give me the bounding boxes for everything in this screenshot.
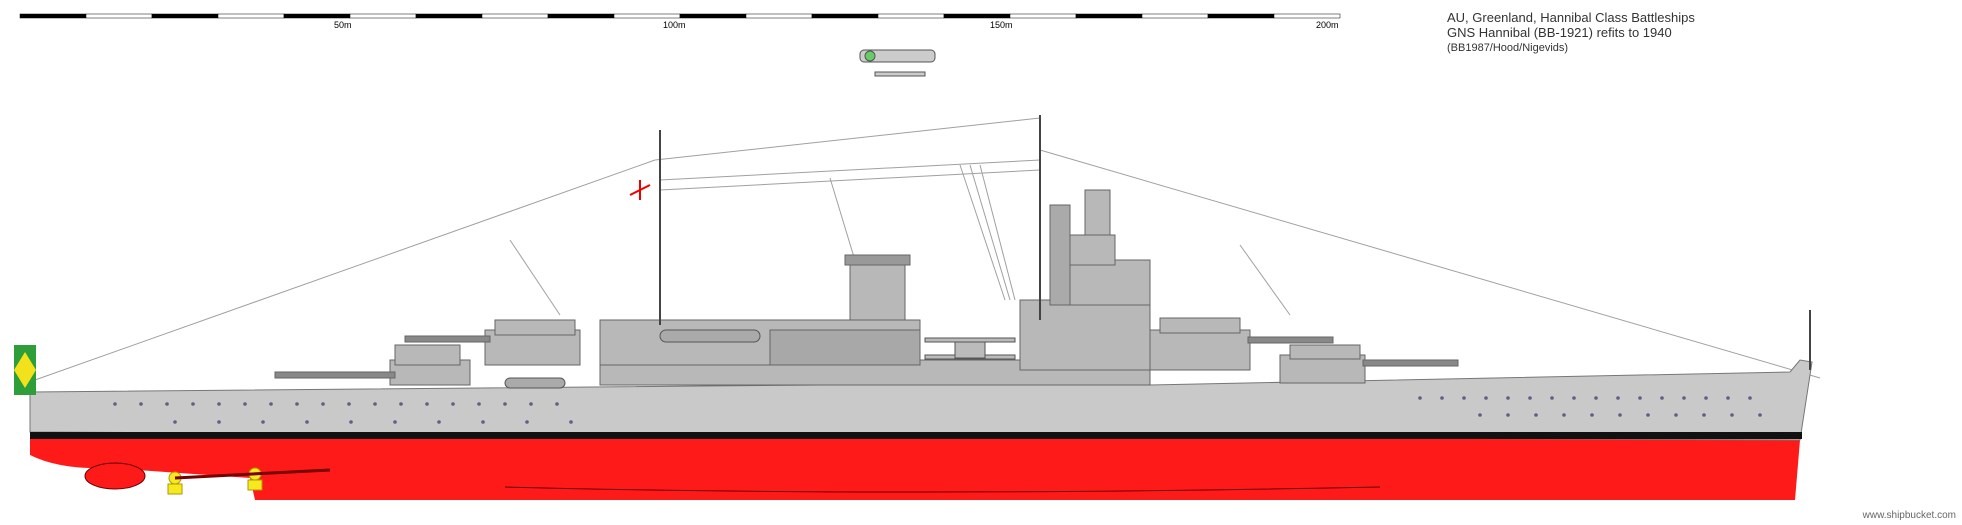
- porthole: [1534, 413, 1538, 417]
- boat: [659, 329, 761, 343]
- waterline-curve: [504, 486, 1381, 493]
- porthole: [1674, 413, 1678, 417]
- title-line-1: AU, Greenland, Hannibal Class Battleship…: [1447, 10, 1695, 25]
- porthole: [269, 402, 273, 406]
- turret-x: [274, 344, 471, 386]
- porthole: [305, 420, 309, 424]
- turret-a: [1279, 344, 1459, 384]
- porthole: [1646, 413, 1650, 417]
- hull-red-underwater: [30, 432, 1800, 500]
- deck-aircraft: [924, 337, 1016, 360]
- porthole: [1730, 413, 1734, 417]
- hull: [29, 359, 1813, 500]
- turret-b: [1149, 317, 1334, 371]
- porthole: [243, 402, 247, 406]
- porthole: [1758, 413, 1762, 417]
- porthole: [373, 402, 377, 406]
- porthole: [1726, 396, 1730, 400]
- rudder: [84, 462, 146, 490]
- porthole: [1440, 396, 1444, 400]
- title-line-2: GNS Hannibal (BB-1921) refits to 1940: [1447, 25, 1672, 40]
- porthole: [425, 402, 429, 406]
- porthole: [555, 402, 559, 406]
- porthole: [481, 420, 485, 424]
- porthole: [1748, 396, 1752, 400]
- scale-segments: [19, 13, 1341, 19]
- porthole: [477, 402, 481, 406]
- porthole: [1702, 413, 1706, 417]
- porthole: [191, 402, 195, 406]
- porthole: [347, 402, 351, 406]
- porthole: [349, 420, 353, 424]
- superstructure: [599, 189, 1151, 386]
- porthole: [165, 402, 169, 406]
- masts: [659, 115, 1811, 370]
- porthole: [1562, 413, 1566, 417]
- porthole: [217, 420, 221, 424]
- porthole: [1528, 396, 1532, 400]
- porthole: [139, 402, 143, 406]
- rigging: [34, 117, 1821, 381]
- scale-label-200m: 200m: [1316, 20, 1339, 30]
- seaplane: [859, 49, 936, 77]
- porthole: [113, 402, 117, 406]
- porthole: [1572, 396, 1576, 400]
- porthole: [1682, 396, 1686, 400]
- porthole: [1638, 396, 1642, 400]
- porthole: [437, 420, 441, 424]
- portholes: [113, 396, 1762, 424]
- propeller-aft: [167, 471, 183, 495]
- porthole: [451, 402, 455, 406]
- porthole: [1478, 413, 1482, 417]
- porthole: [393, 420, 397, 424]
- porthole: [1550, 396, 1554, 400]
- scale-label-50m: 50m: [334, 20, 352, 30]
- porthole: [399, 402, 403, 406]
- turret-y: [404, 319, 581, 366]
- boot-topping: [30, 432, 1802, 439]
- porthole: [1506, 413, 1510, 417]
- drawing-title-block: AU, Greenland, Hannibal Class Battleship…: [1447, 10, 1695, 57]
- mast-flag: [629, 180, 651, 200]
- porthole: [529, 402, 533, 406]
- porthole: [321, 402, 325, 406]
- scale-bar: [19, 13, 1341, 19]
- porthole: [295, 402, 299, 406]
- porthole: [1594, 396, 1598, 400]
- porthole: [525, 420, 529, 424]
- title-line-3: (BB1987/Hood/Nigevids): [1447, 42, 1569, 54]
- porthole: [1660, 396, 1664, 400]
- porthole: [261, 420, 265, 424]
- scale-label-100m: 100m: [663, 20, 686, 30]
- porthole: [217, 402, 221, 406]
- porthole: [1462, 396, 1466, 400]
- porthole: [1616, 396, 1620, 400]
- site-credit: www.shipbucket.com: [1862, 510, 1956, 521]
- porthole: [503, 402, 507, 406]
- porthole: [1484, 396, 1488, 400]
- porthole: [173, 420, 177, 424]
- porthole: [1704, 396, 1708, 400]
- porthole: [1590, 413, 1594, 417]
- boat-aft: [504, 377, 566, 389]
- scale-label-150m: 150m: [990, 20, 1013, 30]
- porthole: [1418, 396, 1422, 400]
- stern-flag: [14, 345, 36, 395]
- scale-segment: [1273, 13, 1341, 19]
- porthole: [1506, 396, 1510, 400]
- porthole: [1618, 413, 1622, 417]
- porthole: [569, 420, 573, 424]
